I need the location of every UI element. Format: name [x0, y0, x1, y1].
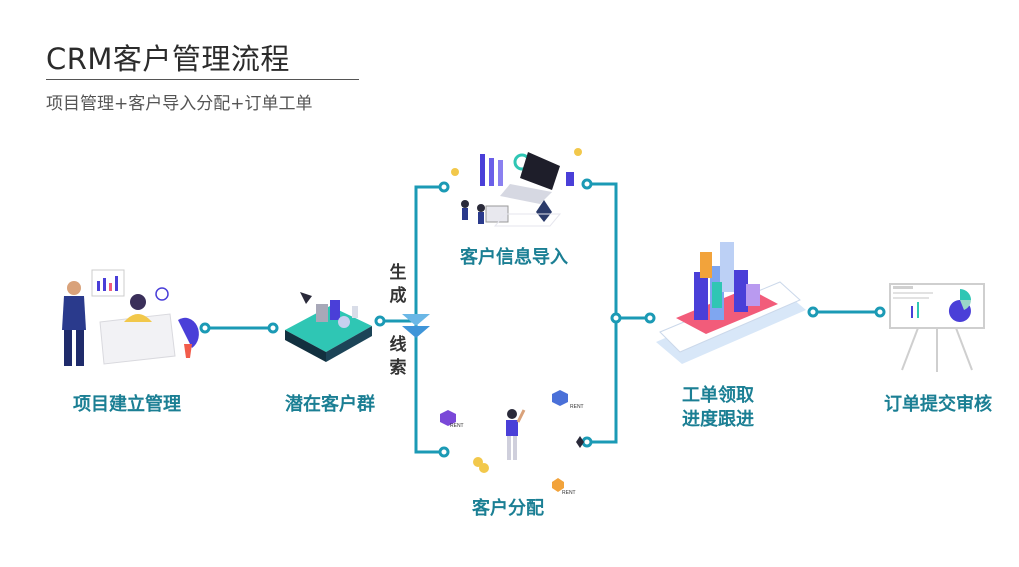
title-divider — [46, 79, 359, 80]
rent-badge: RENT — [562, 490, 576, 496]
node-assign-label: 客户分配 — [472, 498, 544, 519]
page-subtitle: 项目管理+客户导入分配+订单工单 — [46, 94, 313, 114]
node-import-label: 客户信息导入 — [460, 247, 568, 268]
branch-label-generate: 生成 — [389, 263, 407, 306]
branch-label-leads: 线索 — [389, 335, 407, 378]
node-workorder-label: 工单领取 进度跟进 — [682, 385, 754, 430]
project-illustration — [62, 269, 199, 366]
connector-dots — [199, 178, 886, 458]
order-board-illustration — [889, 283, 985, 372]
node-potential-label: 潜在客户群 — [285, 394, 375, 415]
import-illustration — [451, 148, 582, 227]
assign-illustration: RENT RENT RENT — [440, 390, 584, 496]
page-title: CRM客户管理流程 — [46, 42, 290, 76]
node-project-label: 项目建立管理 — [73, 394, 181, 415]
branch-chevron-icon — [402, 314, 430, 338]
workorder-illustration — [656, 242, 806, 364]
connector-merge — [587, 182, 618, 444]
potential-customers-illustration — [285, 292, 372, 362]
node-order-label: 订单提交审核 — [884, 394, 992, 415]
rent-badge: RENT — [450, 423, 464, 429]
rent-badge: RENT — [570, 404, 584, 410]
